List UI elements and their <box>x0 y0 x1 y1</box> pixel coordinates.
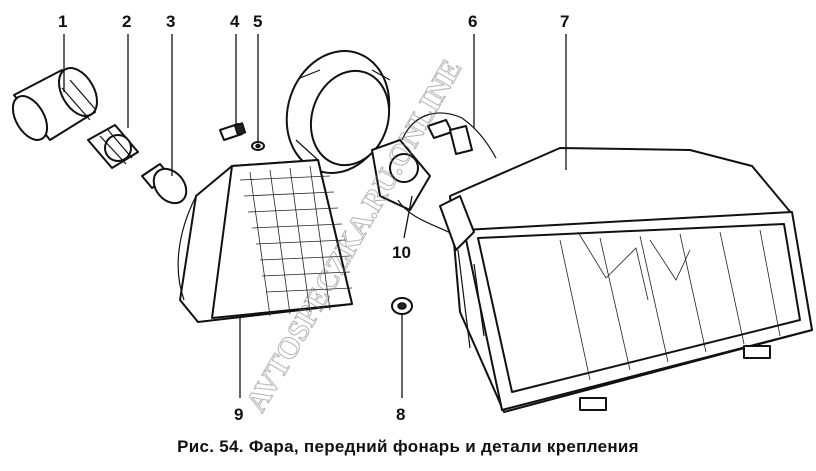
part-7-headlight <box>439 147 813 413</box>
part-6-bulb-wire <box>401 112 497 159</box>
part-10-connector <box>371 139 457 237</box>
callout-1: 1 <box>58 12 67 31</box>
headlamp-ring <box>285 50 391 174</box>
callout-2: 2 <box>122 12 131 31</box>
part-9-front-lamp <box>177 159 353 323</box>
leader-10 <box>403 195 413 239</box>
figure-caption: Рис. 54. Фара, передний фонарь и детали … <box>177 437 639 456</box>
part-2-bulb-holder <box>87 124 139 169</box>
callout-3: 3 <box>166 12 175 31</box>
callout-5: 5 <box>253 12 262 31</box>
callout-6: 6 <box>468 12 477 31</box>
callout-10: 10 <box>392 243 411 262</box>
callout-4: 4 <box>230 12 240 31</box>
part-8-grommet <box>391 297 413 315</box>
part-4-screw <box>219 122 247 141</box>
callout-8: 8 <box>396 405 405 424</box>
part-3-bulb <box>141 163 188 205</box>
part-5-washer <box>251 141 265 151</box>
callout-7: 7 <box>560 12 569 31</box>
part-1-socket-cylinder <box>11 67 98 141</box>
callout-9: 9 <box>234 405 243 424</box>
